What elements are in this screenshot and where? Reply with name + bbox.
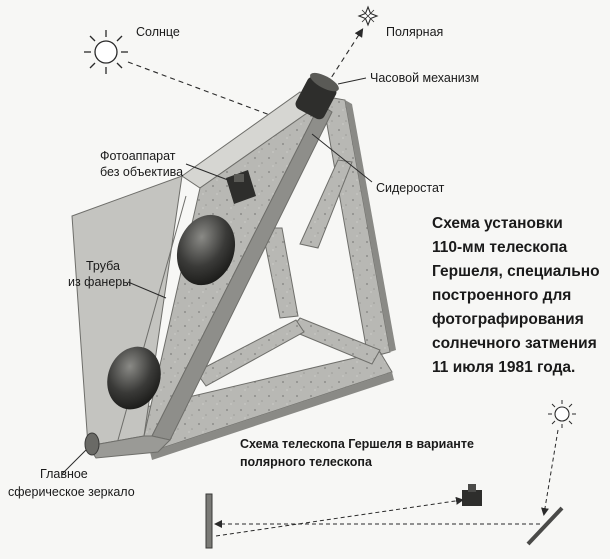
- siderostat-label: Сидеростат: [376, 181, 445, 195]
- upper-counterweight: [176, 214, 236, 286]
- polar-camera: [462, 484, 482, 506]
- polar-spherical-mirror: [205, 493, 213, 549]
- caption-line: фотографирования: [432, 311, 584, 328]
- camera: [226, 170, 256, 204]
- sun-label: Солнце: [136, 25, 180, 39]
- mirror-leader: [61, 449, 87, 475]
- caption-line: 110-мм телескопа: [432, 239, 568, 256]
- lower-counterweight: [107, 346, 161, 410]
- caption-line: построенного для: [432, 287, 571, 304]
- polar-ray-to-camera: [215, 496, 464, 537]
- polar-scheme-title-line1: Схема телескопа Гершеля в варианте: [240, 437, 474, 451]
- caption-line: 11 июля 1981 года.: [432, 359, 575, 376]
- tube-label-line1: Труба: [86, 259, 120, 273]
- polar-scheme-title-line2: полярного телескопа: [240, 455, 373, 469]
- polar-sun-ray: [541, 429, 559, 516]
- clock-drive-leader: [337, 77, 367, 85]
- clock-drive: [295, 72, 339, 120]
- mount-frame: [117, 95, 396, 460]
- camera-label-line1: Фотоаппарат: [100, 149, 176, 163]
- caption-line: солнечного затмения: [432, 335, 597, 352]
- main-mirror: [84, 432, 100, 456]
- clock-drive-label: Часовой механизм: [370, 71, 479, 85]
- camera-label-line2: без объектива: [100, 165, 183, 179]
- camera-leader: [185, 163, 229, 181]
- caption-line: Схема установки: [432, 215, 563, 232]
- tube-leader: [127, 281, 167, 299]
- polaris-star-icon: [357, 5, 379, 27]
- sun-icon: [84, 30, 128, 74]
- tube-label-line2: из фанеры: [68, 275, 131, 289]
- mirror-label-line2: сферическое зеркало: [8, 485, 135, 499]
- plywood-tube: [71, 91, 333, 459]
- sun-ray: [127, 61, 297, 126]
- flat-mirror: [526, 506, 564, 546]
- caption-block: Схема установки 110-мм телескопа Гершеля…: [432, 215, 600, 376]
- siderostat-leader: [311, 133, 373, 183]
- small-sun-icon: [548, 400, 576, 428]
- polaris-label: Полярная: [386, 25, 443, 39]
- mirror-label-line1: Главное: [40, 467, 88, 481]
- caption-line: Гершеля, специально: [432, 263, 600, 280]
